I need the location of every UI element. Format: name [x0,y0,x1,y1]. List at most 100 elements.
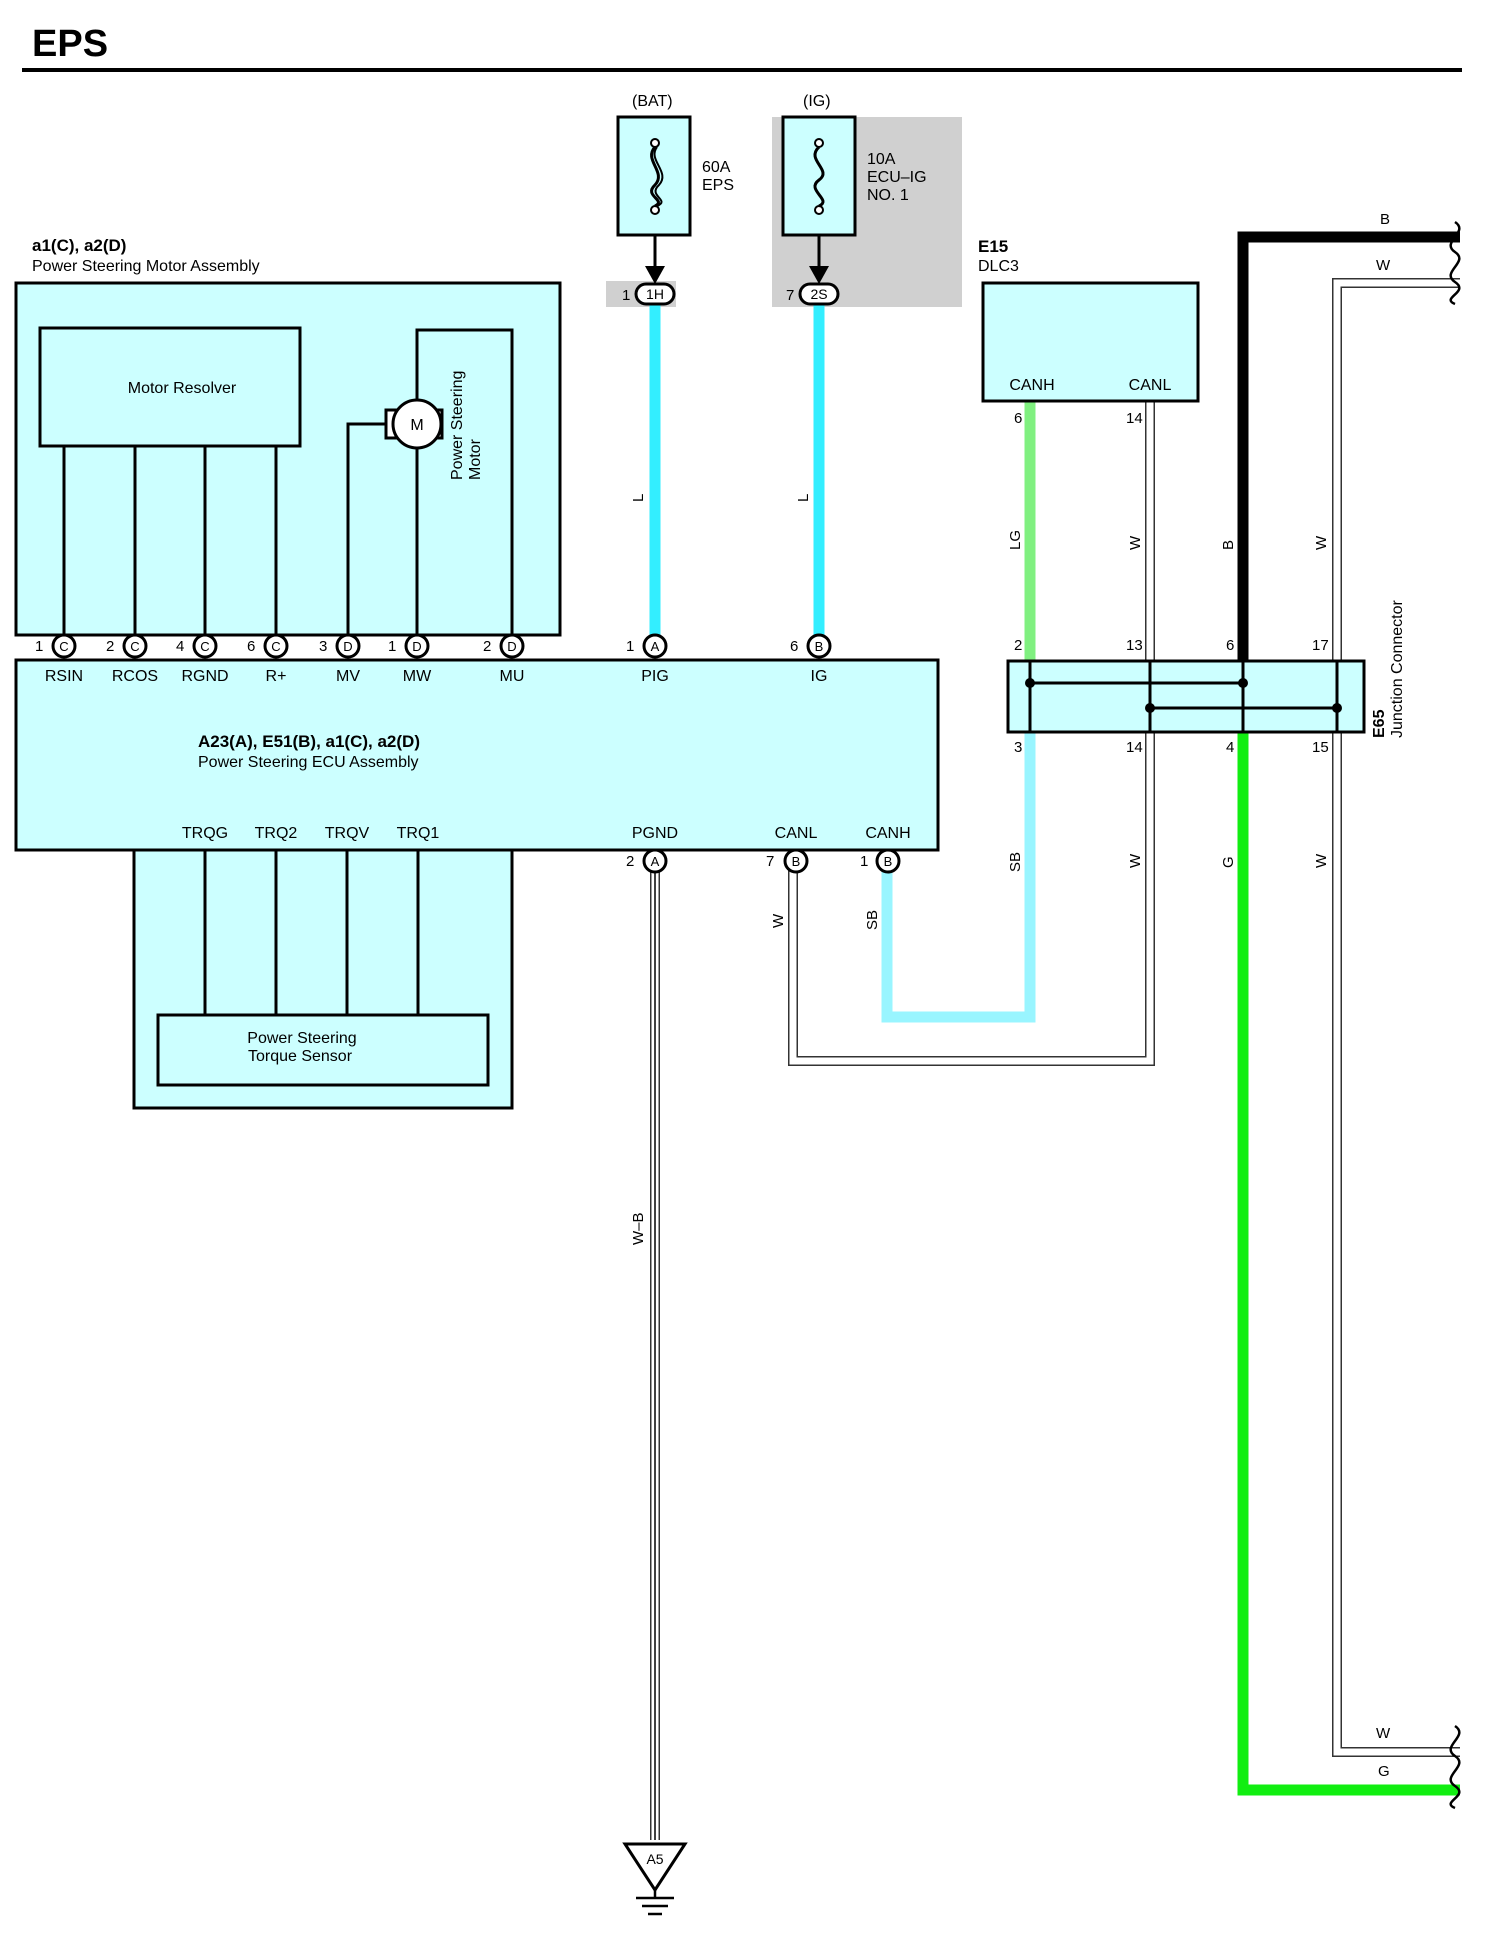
break-mark-top-icon [1449,220,1461,306]
svg-text:B: B [792,854,801,869]
motor-icon [391,398,443,450]
fuse-bat-element-icon [650,145,660,208]
ecu-pin-rcos: 2 C RCOS [106,633,158,685]
ecu-pin-ig: 6 B IG [790,633,832,685]
wire-sb [881,732,1036,1023]
junction-box [1006,659,1366,734]
svg-text:4: 4 [176,638,184,655]
wire-label-w1: W [1127,535,1144,550]
motor-winding-box [415,328,514,637]
fuse-ig-rating: 10A [867,151,896,168]
wire-label-sb2: SB [864,910,881,930]
junction-pin-13: 13 [1126,637,1143,654]
ground-label: A5 [646,1851,663,1867]
wire-label-w2: W [1313,535,1330,550]
junction-code: E65 [1371,709,1388,738]
svg-text:A: A [651,854,660,869]
wire-label-l1: L [630,494,647,502]
fuse-bat-terminal-top [650,138,660,148]
svg-text:R+: R+ [266,668,287,685]
ecu-pin-mw: 1 D MW [388,633,432,685]
svg-text:C: C [200,639,209,654]
motor-assembly-name: Power Steering Motor Assembly [32,258,260,275]
wire-b [1237,231,1460,663]
page-title: EPS [32,23,108,65]
motor-assembly-code: a1(C), a2(D) [32,236,126,255]
fuse-ig-source: (IG) [803,93,831,110]
ecu-name: Power Steering ECU Assembly [198,754,419,771]
svg-text:1: 1 [388,638,396,655]
svg-text:7: 7 [766,853,774,870]
svg-text:1: 1 [626,638,634,655]
motor-label-1: Power Steering [449,371,466,480]
ecu-pin-rgnd: 4 C RGND [176,633,229,685]
connector-2s [798,282,840,306]
dlc3-name: DLC3 [978,258,1019,275]
svg-text:CANH: CANH [865,825,910,842]
fuse-bat-arrow-icon [645,266,665,284]
wire-label-right-w-top: W [1376,257,1391,274]
ecu-pin-canh: CANH 1 B [860,825,911,874]
fuse-bat-source: (BAT) [632,93,673,110]
svg-text:MV: MV [336,668,360,685]
wire-label-g: G [1220,856,1237,868]
junction-node-2 [1238,678,1248,688]
dlc3-pin-canh: 6 [1014,410,1022,427]
fuse-ig-name: ECU–IG [867,169,927,186]
svg-text:PGND: PGND [632,825,678,842]
wire-label-l2: L [795,494,812,502]
svg-text:D: D [412,639,421,654]
svg-text:MU: MU [500,668,525,685]
svg-text:RGND: RGND [181,668,228,685]
svg-text:C: C [130,639,139,654]
ground-triangle-icon [622,1842,688,1893]
wire-w-right-inner [1333,279,1460,1756]
ecu-term-trqg: TRQG [182,825,228,842]
junction-pin-15: 15 [1312,739,1329,756]
fuse-bat-terminal-bottom [650,205,660,215]
motor-resolver-label: Motor Resolver [128,380,237,397]
ecu-term-trqv: TRQV [325,825,370,842]
connector-2s-label: 2S [810,286,827,302]
ecu-pin-canl: CANL 7 B [766,825,818,874]
wire-label-wb: W–B [630,1212,647,1245]
fuse-ig-box [781,115,857,237]
junction-pin-6: 6 [1226,637,1234,654]
svg-text:RCOS: RCOS [112,668,158,685]
wire-label-w4: W [1313,853,1330,868]
svg-text:CANL: CANL [775,825,818,842]
fuse-ig-element-icon [813,145,825,208]
svg-text:D: D [343,639,352,654]
junction-name: Junction Connector [1389,599,1406,738]
torque-sensor-box [156,1013,490,1087]
svg-text:D: D [507,639,516,654]
ecu-pin-rsin: 1 C RSIN [35,633,83,685]
wire-label-sb1: SB [1007,852,1024,872]
motor-label-2: Motor [467,438,484,480]
ecu-box [14,658,940,852]
ecu-term-trq1: TRQ1 [397,825,440,842]
fuse-ig-terminal-bottom [814,205,824,215]
break-mark-bottom-icon [1449,1724,1461,1810]
ecu-pin-r-plus: 6 C R+ [247,633,289,685]
svg-text:2: 2 [626,853,634,870]
fuse-bat-box [616,115,692,237]
ecu-code: A23(A), E51(B), a1(C), a2(D) [198,732,420,751]
dlc3-box [981,281,1200,403]
svg-text:6: 6 [247,638,255,655]
wire-label-right-g: G [1378,1763,1390,1780]
fuse-ig-name2: NO. 1 [867,187,909,204]
svg-text:C: C [59,639,68,654]
junction-node-3 [1145,703,1155,713]
fuse-ig-terminal-top [814,138,824,148]
svg-text:6: 6 [790,638,798,655]
wire-w-right-outer [1332,278,1460,1757]
junction-pin-4: 4 [1226,739,1234,756]
svg-text:B: B [884,854,893,869]
connector-1h-pin: 1 [622,287,630,304]
wire-label-b: B [1220,540,1237,550]
junction-node-1 [1025,678,1035,688]
wire-label-right-b: B [1380,211,1390,228]
wire-g [1237,732,1460,1796]
